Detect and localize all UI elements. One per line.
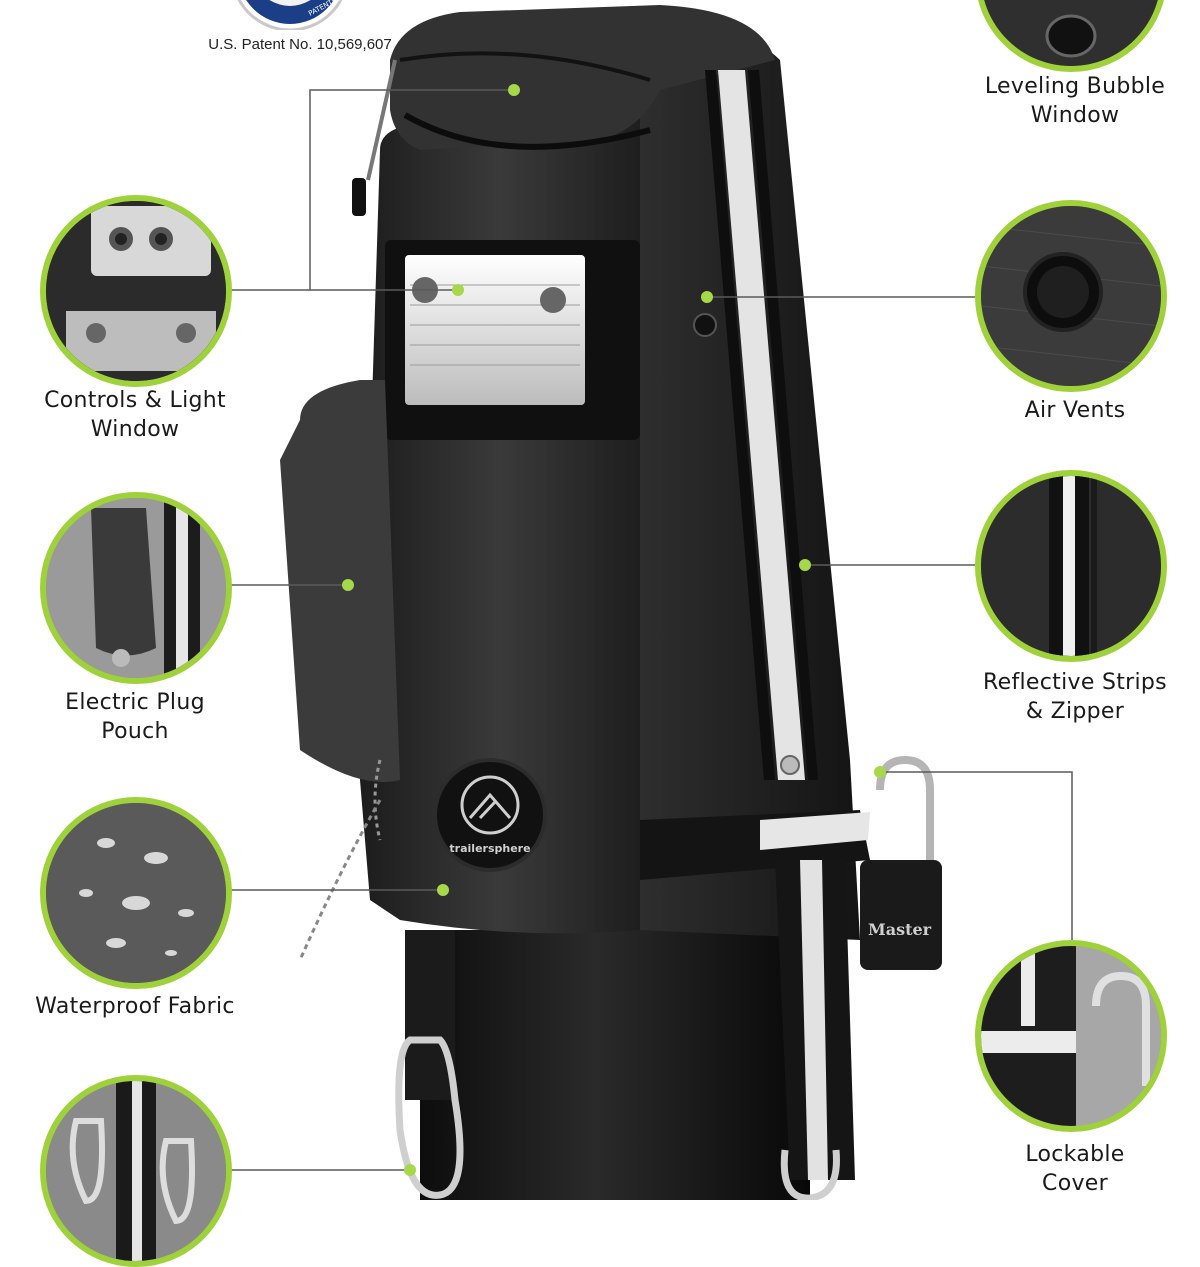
brand-logo-text: trailersphere <box>449 842 530 855</box>
jack-cover-illustration: Master trailersphere <box>220 5 1073 1200</box>
carabiner-straps-thumbnail <box>40 1075 232 1267</box>
brand-logo-patch <box>433 758 547 872</box>
feature-label-reflective: Reflective Strips& Zipper <box>983 670 1167 724</box>
patent-seal-icon: PATENTED <box>237 0 343 30</box>
light-lens <box>405 255 585 405</box>
air-vent-icon <box>981 206 1161 386</box>
jack-pole <box>420 930 810 1200</box>
reflective-strip-icon <box>981 476 1161 656</box>
switch-panel-icon <box>46 201 226 381</box>
plug-pouch-icon <box>46 498 226 678</box>
carabiner-straps-icon <box>46 1081 226 1261</box>
callout-lines <box>220 89 1073 1171</box>
reflective-strip-thumbnail <box>975 470 1167 662</box>
left-strap <box>405 930 455 1100</box>
padlock-brand: Master <box>868 920 932 939</box>
carabiner <box>395 1036 464 1199</box>
water-drops-icon <box>46 803 226 983</box>
lockable-cover-thumbnail <box>975 940 1167 1132</box>
feature-label-air-vents: Air Vents <box>1024 398 1126 423</box>
plug-pouch <box>280 380 400 782</box>
product-infographic: Master trailersphere <box>35 0 1167 1267</box>
waterproof-fabric-thumbnail <box>40 797 232 989</box>
padlock-strap-icon <box>981 946 1161 1126</box>
air-vents-thumbnail <box>975 200 1167 392</box>
feature-label-waterproof: Waterproof Fabric <box>35 994 235 1019</box>
controls-light-thumbnail <box>40 195 232 387</box>
padlock <box>860 860 942 970</box>
patent-number: U.S. Patent No. 10,569,607 <box>208 36 392 53</box>
zipper-pull <box>352 178 366 216</box>
plug-pouch-thumbnail <box>40 492 232 684</box>
reflective-band <box>760 812 870 850</box>
air-vent <box>693 313 717 337</box>
callout-dots <box>342 84 886 1176</box>
reflective-strip-vertical <box>718 70 805 780</box>
top-pouch <box>390 5 775 150</box>
